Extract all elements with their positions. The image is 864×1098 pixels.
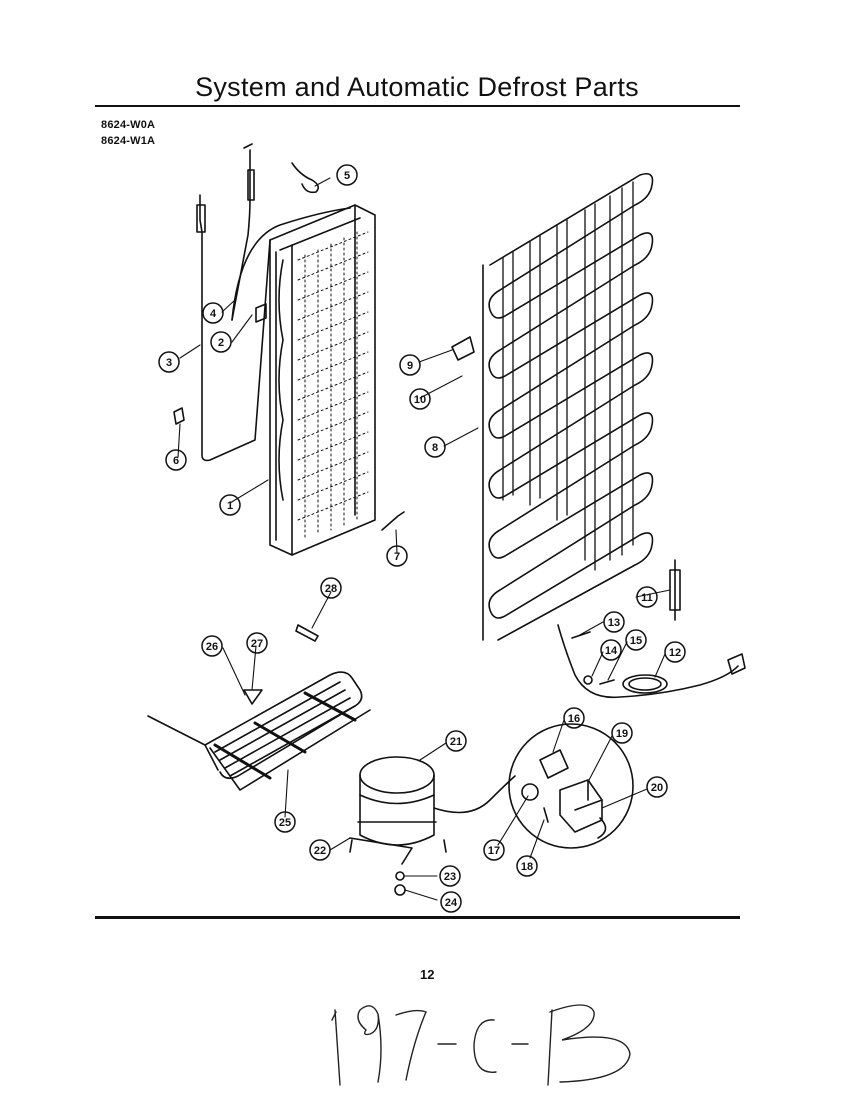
condenser-coil xyxy=(451,172,654,641)
top-divider xyxy=(95,105,740,107)
callout-23: 23 xyxy=(439,865,461,887)
svg-text:14: 14 xyxy=(605,645,618,657)
callout-10: 10 xyxy=(409,388,431,410)
callout-17: 17 xyxy=(483,839,505,861)
handwritten-note xyxy=(331,1004,631,1086)
model-number-2: 8624-W1A xyxy=(101,135,156,147)
svg-text:19: 19 xyxy=(616,728,628,740)
callout-5: 5 xyxy=(336,164,358,186)
compressor-21 xyxy=(349,756,516,896)
svg-text:6: 6 xyxy=(173,455,179,467)
callout-7: 7 xyxy=(386,545,408,567)
svg-text:10: 10 xyxy=(414,394,426,406)
callout-27: 27 xyxy=(246,632,268,654)
svg-text:7: 7 xyxy=(394,551,400,563)
callout-14: 14 xyxy=(600,639,622,661)
drier-11 xyxy=(669,559,681,621)
callout-26: 26 xyxy=(201,635,223,657)
callout-18: 18 xyxy=(516,855,538,877)
capillary-and-suction-tubes xyxy=(196,143,351,462)
svg-text:12: 12 xyxy=(669,647,681,659)
svg-text:15: 15 xyxy=(630,635,642,647)
defrost-clip-5 xyxy=(291,162,320,194)
callout-9: 9 xyxy=(399,354,421,376)
svg-text:11: 11 xyxy=(641,592,653,604)
svg-text:22: 22 xyxy=(314,845,326,857)
svg-text:20: 20 xyxy=(651,782,663,794)
callout-20: 20 xyxy=(646,776,668,798)
svg-text:5: 5 xyxy=(344,170,350,182)
drain-pan-heater-25 xyxy=(147,671,371,791)
svg-text:8: 8 xyxy=(432,442,438,454)
svg-text:25: 25 xyxy=(279,817,291,829)
leader-lines xyxy=(177,177,671,901)
callout-28: 28 xyxy=(320,577,342,599)
bracket-26 xyxy=(295,624,319,642)
bottom-divider xyxy=(95,916,740,919)
callout-12: 12 xyxy=(664,641,686,663)
callout-4: 4 xyxy=(202,302,224,324)
svg-text:27: 27 xyxy=(251,638,263,650)
model-number-1: 8624-W0A xyxy=(101,119,156,131)
callout-2: 2 xyxy=(210,331,232,353)
svg-text:28: 28 xyxy=(325,583,337,595)
callout-3: 3 xyxy=(158,351,180,373)
clip-6 xyxy=(173,407,185,425)
page-number: 12 xyxy=(420,967,435,982)
page-title: System and Automatic Defrost Parts xyxy=(195,72,639,102)
svg-text:18: 18 xyxy=(521,861,533,873)
callout-11: 11 xyxy=(636,586,658,608)
svg-text:16: 16 xyxy=(568,713,580,725)
screw-7 xyxy=(381,511,405,531)
clip-27 xyxy=(243,689,263,705)
callout-13: 13 xyxy=(603,611,625,633)
svg-text:1: 1 xyxy=(227,500,233,512)
svg-text:23: 23 xyxy=(444,871,456,883)
svg-text:17: 17 xyxy=(488,845,500,857)
callout-19: 19 xyxy=(611,722,633,744)
callout-16: 16 xyxy=(563,707,585,729)
evaporator-coil xyxy=(269,204,376,556)
relay-overload-group xyxy=(508,723,634,849)
callout-24: 24 xyxy=(440,891,462,913)
svg-text:4: 4 xyxy=(210,308,217,320)
callout-15: 15 xyxy=(625,629,647,651)
svg-text:13: 13 xyxy=(608,617,620,629)
callout-6: 6 xyxy=(165,449,187,471)
callout-8: 8 xyxy=(424,436,446,458)
screw-15 xyxy=(599,679,615,685)
svg-text:26: 26 xyxy=(206,641,218,653)
svg-text:24: 24 xyxy=(445,897,458,909)
callout-22: 22 xyxy=(309,839,331,861)
callout-21: 21 xyxy=(445,730,467,752)
power-cord-12 xyxy=(557,624,746,699)
svg-text:9: 9 xyxy=(407,360,413,372)
svg-text:3: 3 xyxy=(166,357,172,369)
svg-text:2: 2 xyxy=(218,337,224,349)
nut-14 xyxy=(583,675,593,685)
screw-13 xyxy=(571,631,591,639)
callout-1: 1 xyxy=(219,494,241,516)
callout-25: 25 xyxy=(274,811,296,833)
svg-text:21: 21 xyxy=(450,736,462,748)
